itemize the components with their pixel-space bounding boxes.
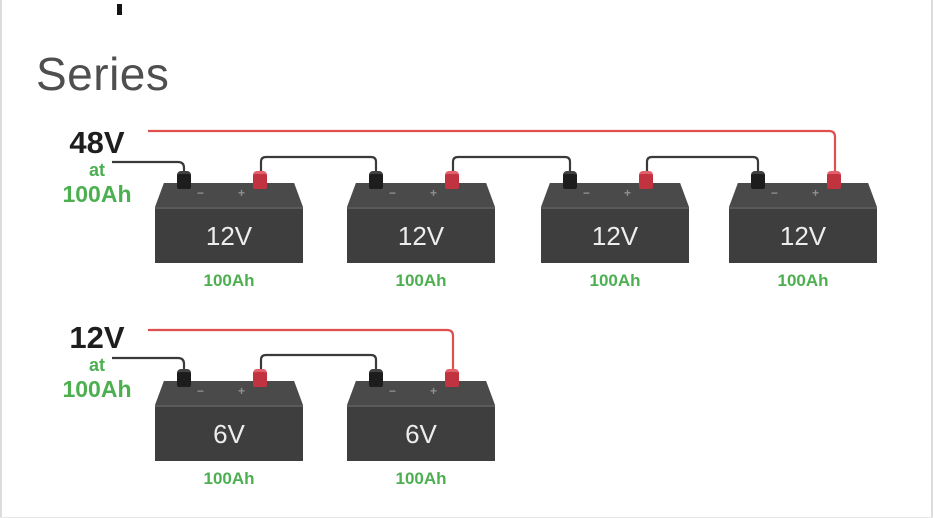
battery-voltage-label: 12V bbox=[779, 220, 827, 251]
positive-terminal-icon bbox=[253, 369, 267, 387]
battery-capacity-label: 100Ah bbox=[777, 271, 829, 290]
output-at-label: at bbox=[88, 160, 105, 180]
battery-capacity-label: 100Ah bbox=[395, 271, 447, 290]
row1-series-jumper-1 bbox=[259, 155, 378, 173]
minus-sign: − bbox=[583, 186, 591, 200]
battery-front-face: 12V bbox=[347, 207, 495, 263]
positive-terminal-icon bbox=[445, 171, 459, 189]
negative-terminal-icon bbox=[177, 369, 191, 387]
battery-capacity-label: 100Ah bbox=[395, 469, 447, 488]
plus-sign: + bbox=[238, 384, 246, 398]
positive-terminal-icon bbox=[253, 171, 267, 189]
minus-sign: − bbox=[197, 186, 205, 200]
negative-terminal-icon bbox=[369, 369, 383, 387]
row1-negative-lead-wire bbox=[112, 160, 186, 173]
page-title: Series bbox=[36, 47, 170, 100]
battery: − + 6V 100Ah bbox=[347, 369, 495, 493]
output-voltage-label: 48V bbox=[69, 125, 125, 160]
plus-sign: + bbox=[624, 186, 632, 200]
negative-terminal-icon bbox=[369, 171, 383, 189]
row1-output-label: 48V at 100Ah bbox=[42, 127, 152, 206]
negative-terminal-icon bbox=[563, 171, 577, 189]
minus-sign: − bbox=[389, 384, 397, 398]
battery-front-face: 6V bbox=[155, 405, 303, 461]
battery: − + 6V 100Ah bbox=[155, 369, 303, 493]
row1-series-jumper-3 bbox=[645, 155, 760, 173]
row2-red-positive-wire bbox=[148, 328, 455, 369]
battery-voltage-label: 6V bbox=[405, 418, 437, 449]
battery-voltage-label: 12V bbox=[205, 220, 253, 251]
battery-voltage-label: 12V bbox=[397, 220, 445, 251]
battery-capacity-label: 100Ah bbox=[589, 271, 641, 290]
left-page-edge bbox=[0, 0, 2, 518]
plus-sign: + bbox=[430, 186, 438, 200]
top-tick-mark bbox=[117, 4, 122, 15]
positive-terminal-icon bbox=[827, 171, 841, 189]
minus-sign: − bbox=[197, 384, 205, 398]
row1-series-jumper-2 bbox=[451, 155, 572, 173]
output-voltage-label: 12V bbox=[69, 320, 125, 355]
battery-front-face: 6V bbox=[347, 405, 495, 461]
output-capacity-label: 100Ah bbox=[62, 376, 132, 402]
battery-front-face: 12V bbox=[729, 207, 877, 263]
row2-series-jumper-1 bbox=[259, 353, 378, 371]
positive-terminal-icon bbox=[445, 369, 459, 387]
minus-sign: − bbox=[389, 186, 397, 200]
positive-terminal-icon bbox=[639, 171, 653, 189]
plus-sign: + bbox=[812, 186, 820, 200]
battery: − + 12V 100Ah bbox=[729, 171, 877, 295]
row1-red-positive-wire bbox=[148, 129, 837, 171]
output-capacity-label: 100Ah bbox=[62, 181, 132, 207]
battery-front-face: 12V bbox=[155, 207, 303, 263]
battery-capacity-label: 100Ah bbox=[203, 469, 255, 488]
battery-voltage-label: 6V bbox=[213, 418, 245, 449]
plus-sign: + bbox=[430, 384, 438, 398]
right-page-edge bbox=[931, 0, 933, 518]
battery-front-face: 12V bbox=[541, 207, 689, 263]
negative-terminal-icon bbox=[177, 171, 191, 189]
battery: − + 12V 100Ah bbox=[155, 171, 303, 295]
plus-sign: + bbox=[238, 186, 246, 200]
battery: − + 12V 100Ah bbox=[541, 171, 689, 295]
negative-terminal-icon bbox=[751, 171, 765, 189]
row2-negative-lead-wire bbox=[112, 356, 186, 371]
battery: − + 12V 100Ah bbox=[347, 171, 495, 295]
battery-capacity-label: 100Ah bbox=[203, 271, 255, 290]
row2-output-label: 12V at 100Ah bbox=[42, 322, 152, 401]
minus-sign: − bbox=[771, 186, 779, 200]
output-at-label: at bbox=[88, 355, 105, 375]
battery-voltage-label: 12V bbox=[591, 220, 639, 251]
